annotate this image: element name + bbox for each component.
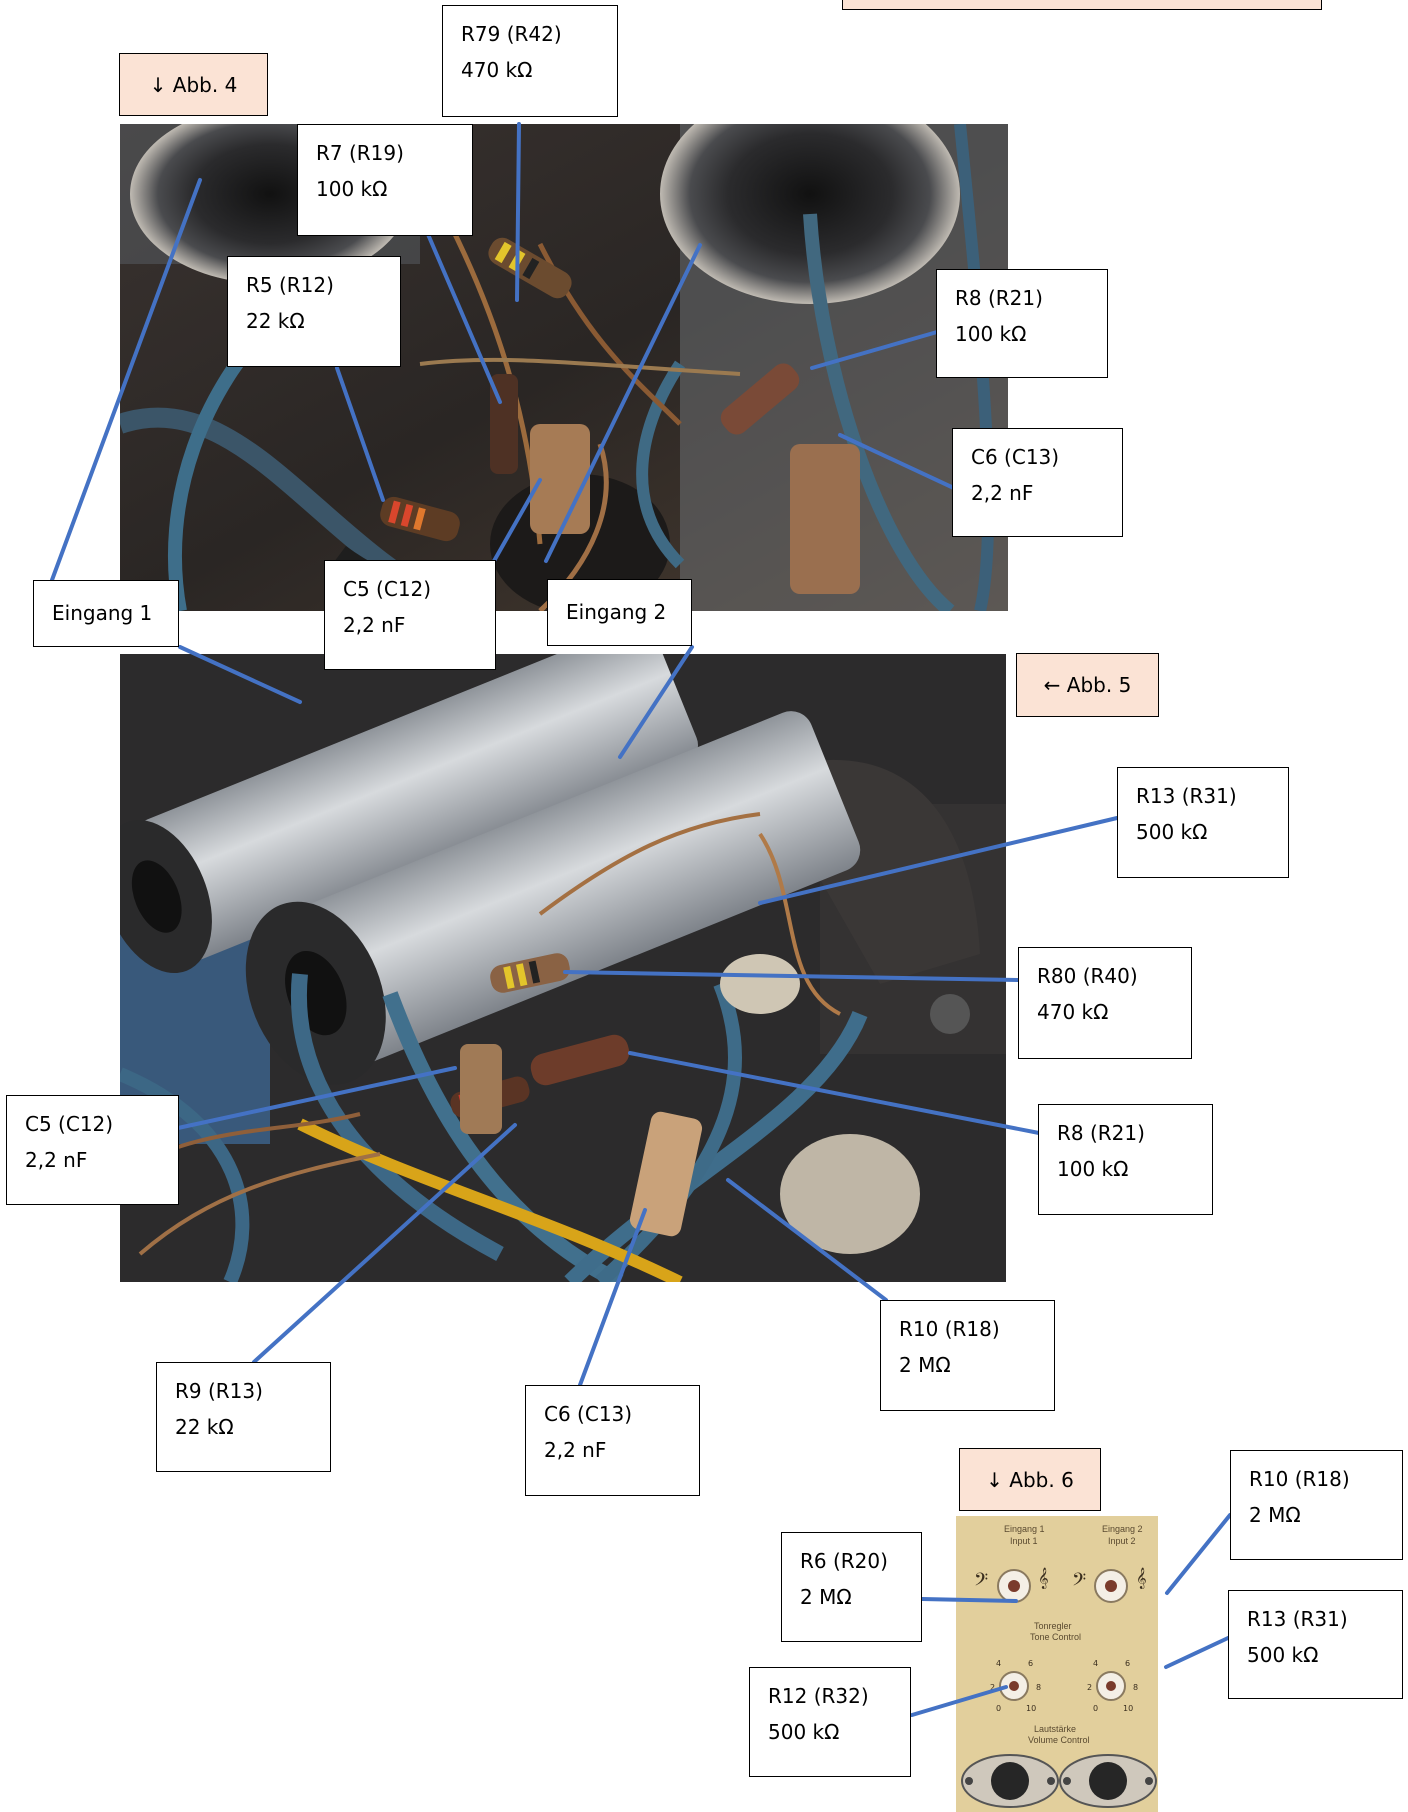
part-value: 500 kΩ [1247, 1643, 1319, 1667]
callout-r8-mid: R8 (R21) 100 kΩ [1038, 1104, 1213, 1215]
part-value: 2,2 nF [343, 613, 406, 637]
panel-label-input1: Input 1 [1010, 1536, 1038, 1546]
svg-text:6: 6 [1028, 1659, 1033, 1668]
knob-input2 [1094, 1569, 1128, 1603]
figure-tag-abb4: ↓ Abb. 4 [119, 53, 268, 116]
part-name: R7 (R19) [316, 141, 404, 165]
top-cropped-box [842, 0, 1322, 10]
callout-r13-mid: R13 (R31) 500 kΩ [1117, 767, 1289, 878]
part-value: 22 kΩ [175, 1415, 234, 1439]
part-value: 2 MΩ [800, 1585, 852, 1609]
photo-abb6-front-panel: Eingang 1 Input 1 Eingang 2 Input 2 Tonr… [956, 1516, 1158, 1812]
part-name: R13 (R31) [1136, 784, 1237, 808]
callout-r9: R9 (R13) 22 kΩ [156, 1362, 331, 1472]
knob-volume1 [999, 1671, 1029, 1701]
part-name: R13 (R31) [1247, 1607, 1348, 1631]
svg-text:𝄞: 𝄞 [1038, 1568, 1049, 1589]
part-name: R10 (R18) [1249, 1467, 1350, 1491]
svg-text:10: 10 [1123, 1704, 1133, 1713]
part-value: 500 kΩ [1136, 820, 1208, 844]
part-name: C5 (C12) [343, 577, 432, 601]
svg-text:8: 8 [1036, 1683, 1041, 1692]
callout-r5: R5 (R12) 22 kΩ [227, 256, 401, 367]
part-value: 2,2 nF [971, 481, 1034, 505]
svg-text:0: 0 [996, 1704, 1001, 1713]
part-value: 2 MΩ [899, 1353, 951, 1377]
svg-text:6: 6 [1125, 1659, 1130, 1668]
svg-text:10: 10 [1026, 1704, 1036, 1713]
part-name: Eingang 2 [566, 600, 667, 624]
part-name: C6 (C13) [544, 1402, 633, 1426]
svg-text:2: 2 [990, 1683, 995, 1692]
panel-label-tone-de: Tonregler [1034, 1621, 1072, 1631]
part-name: R9 (R13) [175, 1379, 263, 1403]
part-name: C5 (C12) [25, 1112, 114, 1136]
callout-r13-panel: R13 (R31) 500 kΩ [1228, 1590, 1403, 1699]
part-name: R10 (R18) [899, 1317, 1000, 1341]
callout-c5-left: C5 (C12) 2,2 nF [6, 1095, 179, 1205]
part-name: R6 (R20) [800, 1549, 888, 1573]
callout-r12: R12 (R32) 500 kΩ [749, 1667, 911, 1777]
part-value: 100 kΩ [1057, 1157, 1129, 1181]
callout-r10-mid: R10 (R18) 2 MΩ [880, 1300, 1055, 1411]
part-value: 500 kΩ [768, 1720, 840, 1744]
svg-text:0: 0 [1093, 1704, 1098, 1713]
panel-label-input2: Input 2 [1108, 1536, 1136, 1546]
part-name: Eingang 1 [52, 601, 153, 625]
part-name: R5 (R12) [246, 273, 334, 297]
figure-tag-abb5: ← Abb. 5 [1016, 653, 1159, 717]
callout-r80: R80 (R40) 470 kΩ [1018, 947, 1192, 1059]
part-value: 2 MΩ [1249, 1503, 1301, 1527]
part-value: 470 kΩ [461, 58, 533, 82]
callout-c5-top: C5 (C12) 2,2 nF [324, 560, 496, 670]
panel-label-eingang2: Eingang 2 [1102, 1524, 1143, 1534]
part-name: R8 (R21) [955, 286, 1043, 310]
callout-c6-bottom: C6 (C13) 2,2 nF [525, 1385, 700, 1496]
part-value: 2,2 nF [25, 1148, 88, 1172]
svg-text:𝄢: 𝄢 [1072, 1570, 1086, 1595]
part-value: 470 kΩ [1037, 1000, 1109, 1024]
din-socket-2 [1059, 1754, 1157, 1808]
svg-text:𝄢: 𝄢 [974, 1570, 988, 1595]
part-value: 2,2 nF [544, 1438, 607, 1462]
part-value: 22 kΩ [246, 309, 305, 333]
svg-text:4: 4 [996, 1659, 1001, 1668]
part-value: 100 kΩ [955, 322, 1027, 346]
part-name: R80 (R40) [1037, 964, 1138, 988]
svg-text:4: 4 [1093, 1659, 1098, 1668]
part-name: R79 (R42) [461, 22, 562, 46]
part-name: R12 (R32) [768, 1684, 869, 1708]
part-value: 100 kΩ [316, 177, 388, 201]
callout-eingang1: Eingang 1 [33, 580, 179, 647]
panel-label-eingang1: Eingang 1 [1004, 1524, 1045, 1534]
svg-text:8: 8 [1133, 1683, 1138, 1692]
part-name: C6 (C13) [971, 445, 1060, 469]
photo-abb4 [120, 124, 1008, 611]
panel-label-vol-en: Volume Control [1028, 1735, 1090, 1745]
callout-r6: R6 (R20) 2 MΩ [781, 1532, 922, 1642]
callout-c6-top: C6 (C13) 2,2 nF [952, 428, 1123, 537]
panel-label-tone-en: Tone Control [1030, 1632, 1082, 1642]
callout-r7: R7 (R19) 100 kΩ [297, 124, 473, 236]
callout-r8-top: R8 (R21) 100 kΩ [936, 269, 1108, 378]
knob-volume2 [1096, 1671, 1126, 1701]
figure-tag-abb6: ↓ Abb. 6 [959, 1448, 1101, 1511]
panel-label-vol-de: Lautstärke [1034, 1724, 1077, 1734]
callout-r79: R79 (R42) 470 kΩ [442, 5, 618, 117]
svg-text:2: 2 [1087, 1683, 1092, 1692]
part-name: R8 (R21) [1057, 1121, 1145, 1145]
knob-input1 [997, 1569, 1031, 1603]
svg-text:𝄞: 𝄞 [1136, 1568, 1147, 1589]
callout-eingang2: Eingang 2 [547, 579, 692, 646]
callout-r10-panel: R10 (R18) 2 MΩ [1230, 1450, 1403, 1560]
din-socket-1 [961, 1754, 1059, 1808]
photo-abb5 [120, 654, 1006, 1282]
